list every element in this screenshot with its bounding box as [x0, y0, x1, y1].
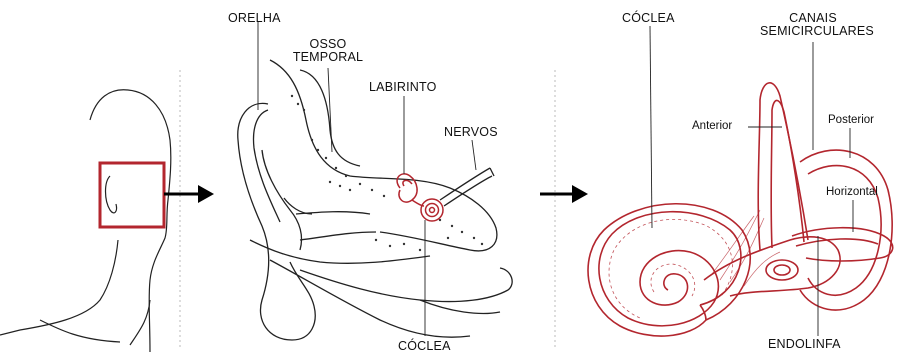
- label-canais-semicirculares: CANAIS SEMICIRCULARES: [760, 12, 866, 38]
- bone-texture: [291, 95, 483, 251]
- label-endolinfa: ENDOLINFA: [768, 338, 841, 351]
- label-labirinto: LABIRINTO: [369, 81, 437, 94]
- ear-cross-section: [238, 60, 512, 340]
- label-posterior: Posterior: [828, 114, 874, 126]
- ear-focus-box: [100, 163, 164, 227]
- label-temporal-line: TEMPORAL: [290, 51, 366, 64]
- leader-lines: [258, 22, 853, 336]
- arrow-right-icon: [164, 185, 214, 203]
- label-semicirculares-line: SEMICIRCULARES: [760, 25, 866, 38]
- label-coclea-top: CÓCLEA: [622, 12, 675, 25]
- vestibule-texture: [712, 210, 780, 286]
- label-orelha: ORELHA: [228, 12, 281, 25]
- head-outline: [0, 90, 171, 352]
- label-coclea-bottom: CÓCLEA: [398, 340, 451, 353]
- label-nervos: NERVOS: [444, 126, 498, 139]
- label-anterior: Anterior: [692, 120, 732, 132]
- label-horizontal: Horizontal: [826, 186, 878, 198]
- label-osso-temporal: OSSO TEMPORAL: [290, 38, 366, 64]
- arrow-right-icon: [540, 185, 588, 203]
- cochlea-large: [588, 204, 750, 336]
